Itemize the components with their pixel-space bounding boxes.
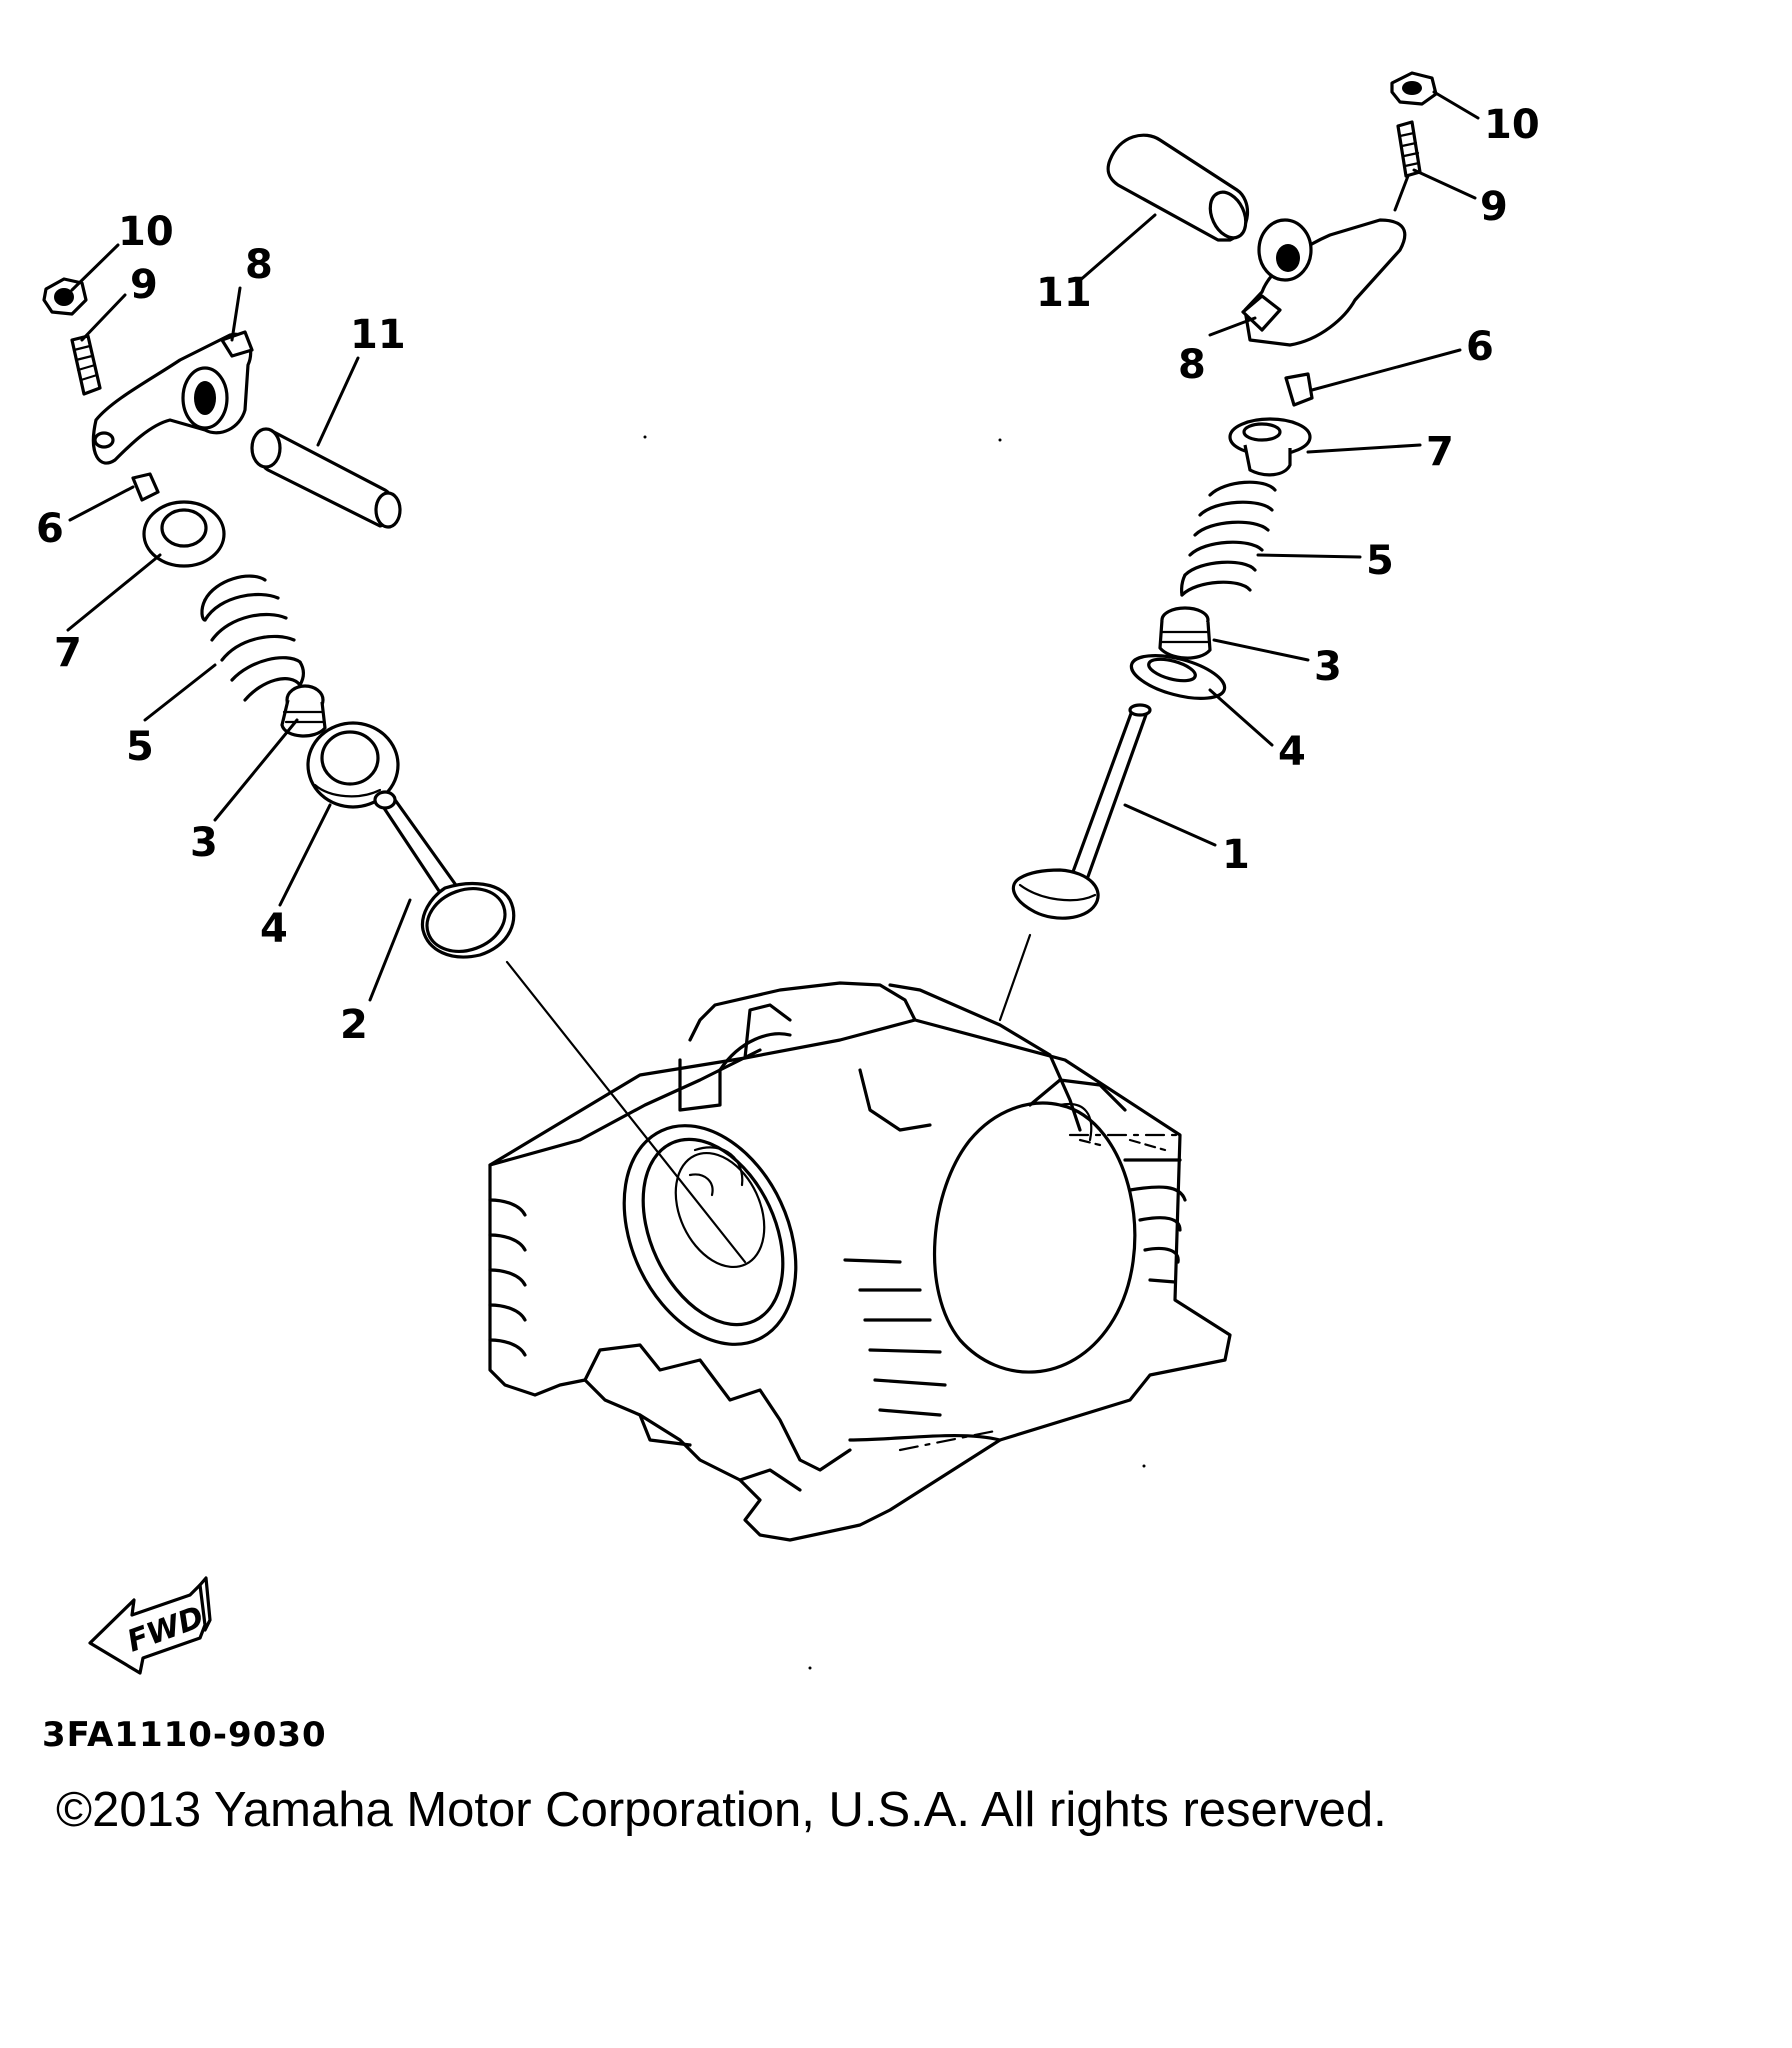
callout-right-5: 5 bbox=[1366, 538, 1394, 584]
forward-arrow-icon: FWD bbox=[88, 1576, 212, 1675]
callout-right-7: 7 bbox=[1426, 429, 1454, 475]
callouts-left: 10 9 8 11 6 7 5 3 4 2 bbox=[36, 209, 406, 1048]
callout-left-6: 6 bbox=[36, 506, 64, 552]
valve-spring-left bbox=[200, 574, 305, 702]
rocker-arm-right bbox=[1241, 218, 1407, 347]
copyright-notice: ©2013 Yamaha Motor Corporation, U.S.A. A… bbox=[56, 1783, 1387, 1837]
callout-right-1: 1 bbox=[1222, 832, 1250, 878]
spring-retainer-left bbox=[142, 500, 226, 568]
spring-retainer-right bbox=[1228, 417, 1312, 477]
spring-seat-left bbox=[306, 721, 400, 809]
callout-left-10: 10 bbox=[118, 209, 174, 255]
callout-right-6: 6 bbox=[1466, 324, 1494, 370]
spring-seat-right bbox=[1129, 654, 1227, 700]
valve-stem-seal-right bbox=[1158, 606, 1212, 660]
callout-right-10: 10 bbox=[1484, 102, 1540, 148]
nut-right bbox=[1390, 71, 1438, 106]
right-valve-train bbox=[1011, 71, 1438, 920]
valve-axis-lines bbox=[505, 933, 1032, 1264]
leader-lines bbox=[66, 90, 1480, 1002]
callout-right-11: 11 bbox=[1036, 270, 1092, 316]
callout-left-11: 11 bbox=[350, 312, 406, 358]
rocker-shaft-right bbox=[1106, 133, 1250, 242]
diagram-part-code: 3FA1110-9030 bbox=[42, 1715, 327, 1755]
adjusting-screw-right bbox=[1396, 120, 1422, 178]
cylinder-head bbox=[488, 981, 1232, 1542]
callout-right-4: 4 bbox=[1278, 729, 1306, 775]
callout-left-5: 5 bbox=[126, 724, 154, 770]
valve-stem-seal-left bbox=[280, 684, 327, 738]
rocker-arm-left bbox=[91, 330, 254, 465]
callout-left-8: 8 bbox=[245, 242, 273, 288]
intake-valve-right bbox=[1011, 703, 1152, 920]
valve-cotter-left bbox=[131, 472, 160, 502]
callout-left-9: 9 bbox=[130, 262, 158, 308]
callout-left-3: 3 bbox=[190, 820, 218, 866]
exhaust-valve-left bbox=[373, 790, 516, 959]
callout-right-8: 8 bbox=[1178, 342, 1206, 388]
valve-cotter-right bbox=[1284, 372, 1314, 407]
left-valve-train bbox=[42, 277, 516, 959]
rocker-shaft-left bbox=[250, 427, 402, 529]
callout-left-2: 2 bbox=[340, 1002, 368, 1048]
valve-spring-right bbox=[1180, 480, 1277, 597]
callout-left-7: 7 bbox=[54, 630, 82, 676]
callout-left-4: 4 bbox=[260, 906, 288, 952]
adjusting-screw-left bbox=[70, 334, 102, 396]
callout-right-9: 9 bbox=[1480, 184, 1508, 230]
callouts-right: 10 9 11 8 6 7 5 3 4 1 bbox=[1036, 102, 1540, 878]
callout-right-3: 3 bbox=[1314, 644, 1342, 690]
